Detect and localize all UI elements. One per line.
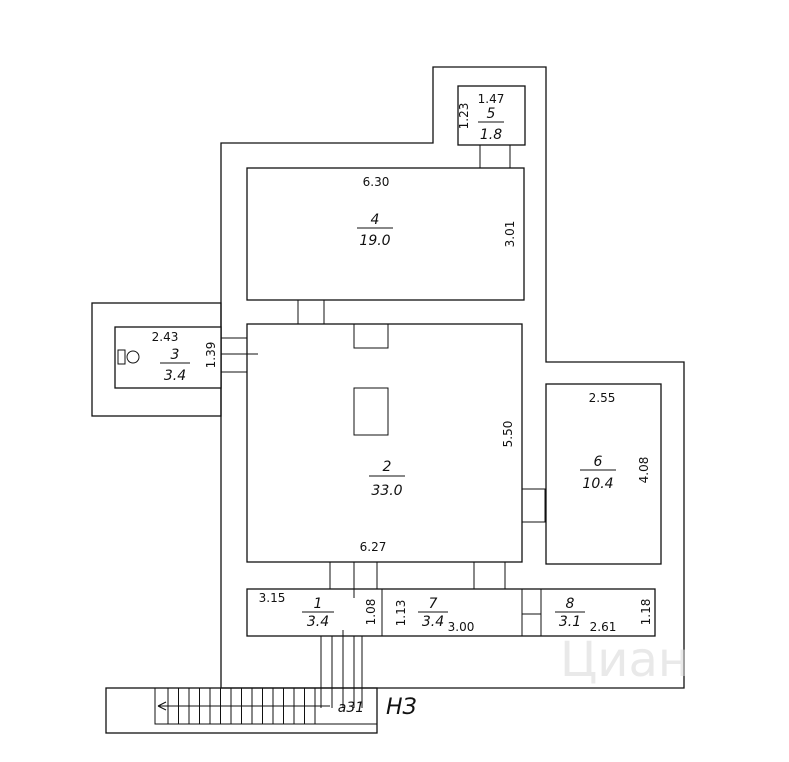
- svg-text:10.4: 10.4: [582, 476, 613, 492]
- dim-room-6-h: 4.08: [637, 457, 651, 484]
- dim-room-8-h: 1.18: [639, 599, 653, 626]
- svg-text:4: 4: [371, 212, 380, 228]
- toilet-icon: [117, 349, 126, 365]
- dim-room-5-h: 1.23: [457, 103, 471, 130]
- svg-text:19.0: 19.0: [359, 233, 390, 249]
- label-room-4: 4 19.0: [357, 212, 393, 249]
- dim-room-6-w: 2.55: [589, 391, 616, 405]
- dim-room-4-h: 3.01: [503, 221, 517, 248]
- room-3: [114, 326, 222, 389]
- watermark: Циан: [560, 632, 689, 688]
- door-2-7: [473, 561, 506, 590]
- level-mark: НЗ: [386, 695, 417, 720]
- dim-room-7-w: 3.00: [448, 620, 475, 634]
- svg-text:33.0: 33.0: [371, 483, 402, 499]
- svg-text:1.8: 1.8: [480, 127, 502, 143]
- svg-text:3: 3: [171, 347, 180, 363]
- stair-inner: [154, 687, 378, 725]
- dim-room-3-w: 2.43: [152, 330, 179, 344]
- door-2-6: [521, 488, 546, 523]
- room-4: [246, 167, 525, 301]
- label-room-3: 3 3.4: [160, 347, 190, 384]
- dim-room-5-w: 1.47: [478, 92, 505, 106]
- svg-text:5: 5: [487, 106, 496, 122]
- svg-text:1: 1: [314, 596, 323, 612]
- label-room-8: 8 3.1: [555, 596, 585, 630]
- stair-mark: а31: [338, 700, 364, 716]
- svg-text:2: 2: [383, 459, 392, 475]
- dim-room-1-w: 3.15: [259, 591, 286, 605]
- toilet-bowl-icon: [126, 350, 140, 364]
- dim-room-2-w: 6.27: [360, 540, 387, 554]
- svg-text:3.4: 3.4: [164, 368, 186, 384]
- dim-room-4-w: 6.30: [363, 175, 390, 189]
- room-2: [246, 323, 523, 563]
- room-6: [545, 383, 662, 565]
- label-room-6: 6 10.4: [580, 454, 616, 492]
- label-room-7: 7 3.4: [418, 596, 448, 630]
- svg-text:7: 7: [429, 596, 438, 612]
- stair-arrow-icon: [157, 701, 167, 711]
- label-room-5: 5 1.8: [478, 106, 504, 143]
- label-room-2: 2 33.0: [369, 459, 405, 499]
- dim-room-1-h: 1.08: [364, 599, 378, 626]
- dim-room-8-w: 2.61: [590, 620, 617, 634]
- svg-text:6: 6: [594, 454, 603, 470]
- svg-text:8: 8: [566, 596, 575, 612]
- svg-text:3.1: 3.1: [559, 614, 581, 630]
- fixture: [353, 387, 389, 436]
- svg-text:3.4: 3.4: [307, 614, 329, 630]
- door-4-2: [297, 299, 325, 325]
- dim-room-7-h: 1.13: [394, 600, 408, 627]
- opening-top: [353, 323, 389, 349]
- room-5: [457, 85, 526, 146]
- dim-room-3-h: 1.39: [204, 342, 218, 369]
- label-room-1: 1 3.4: [302, 596, 334, 630]
- svg-text:3.4: 3.4: [422, 614, 444, 630]
- dim-room-2-h: 5.50: [501, 421, 515, 448]
